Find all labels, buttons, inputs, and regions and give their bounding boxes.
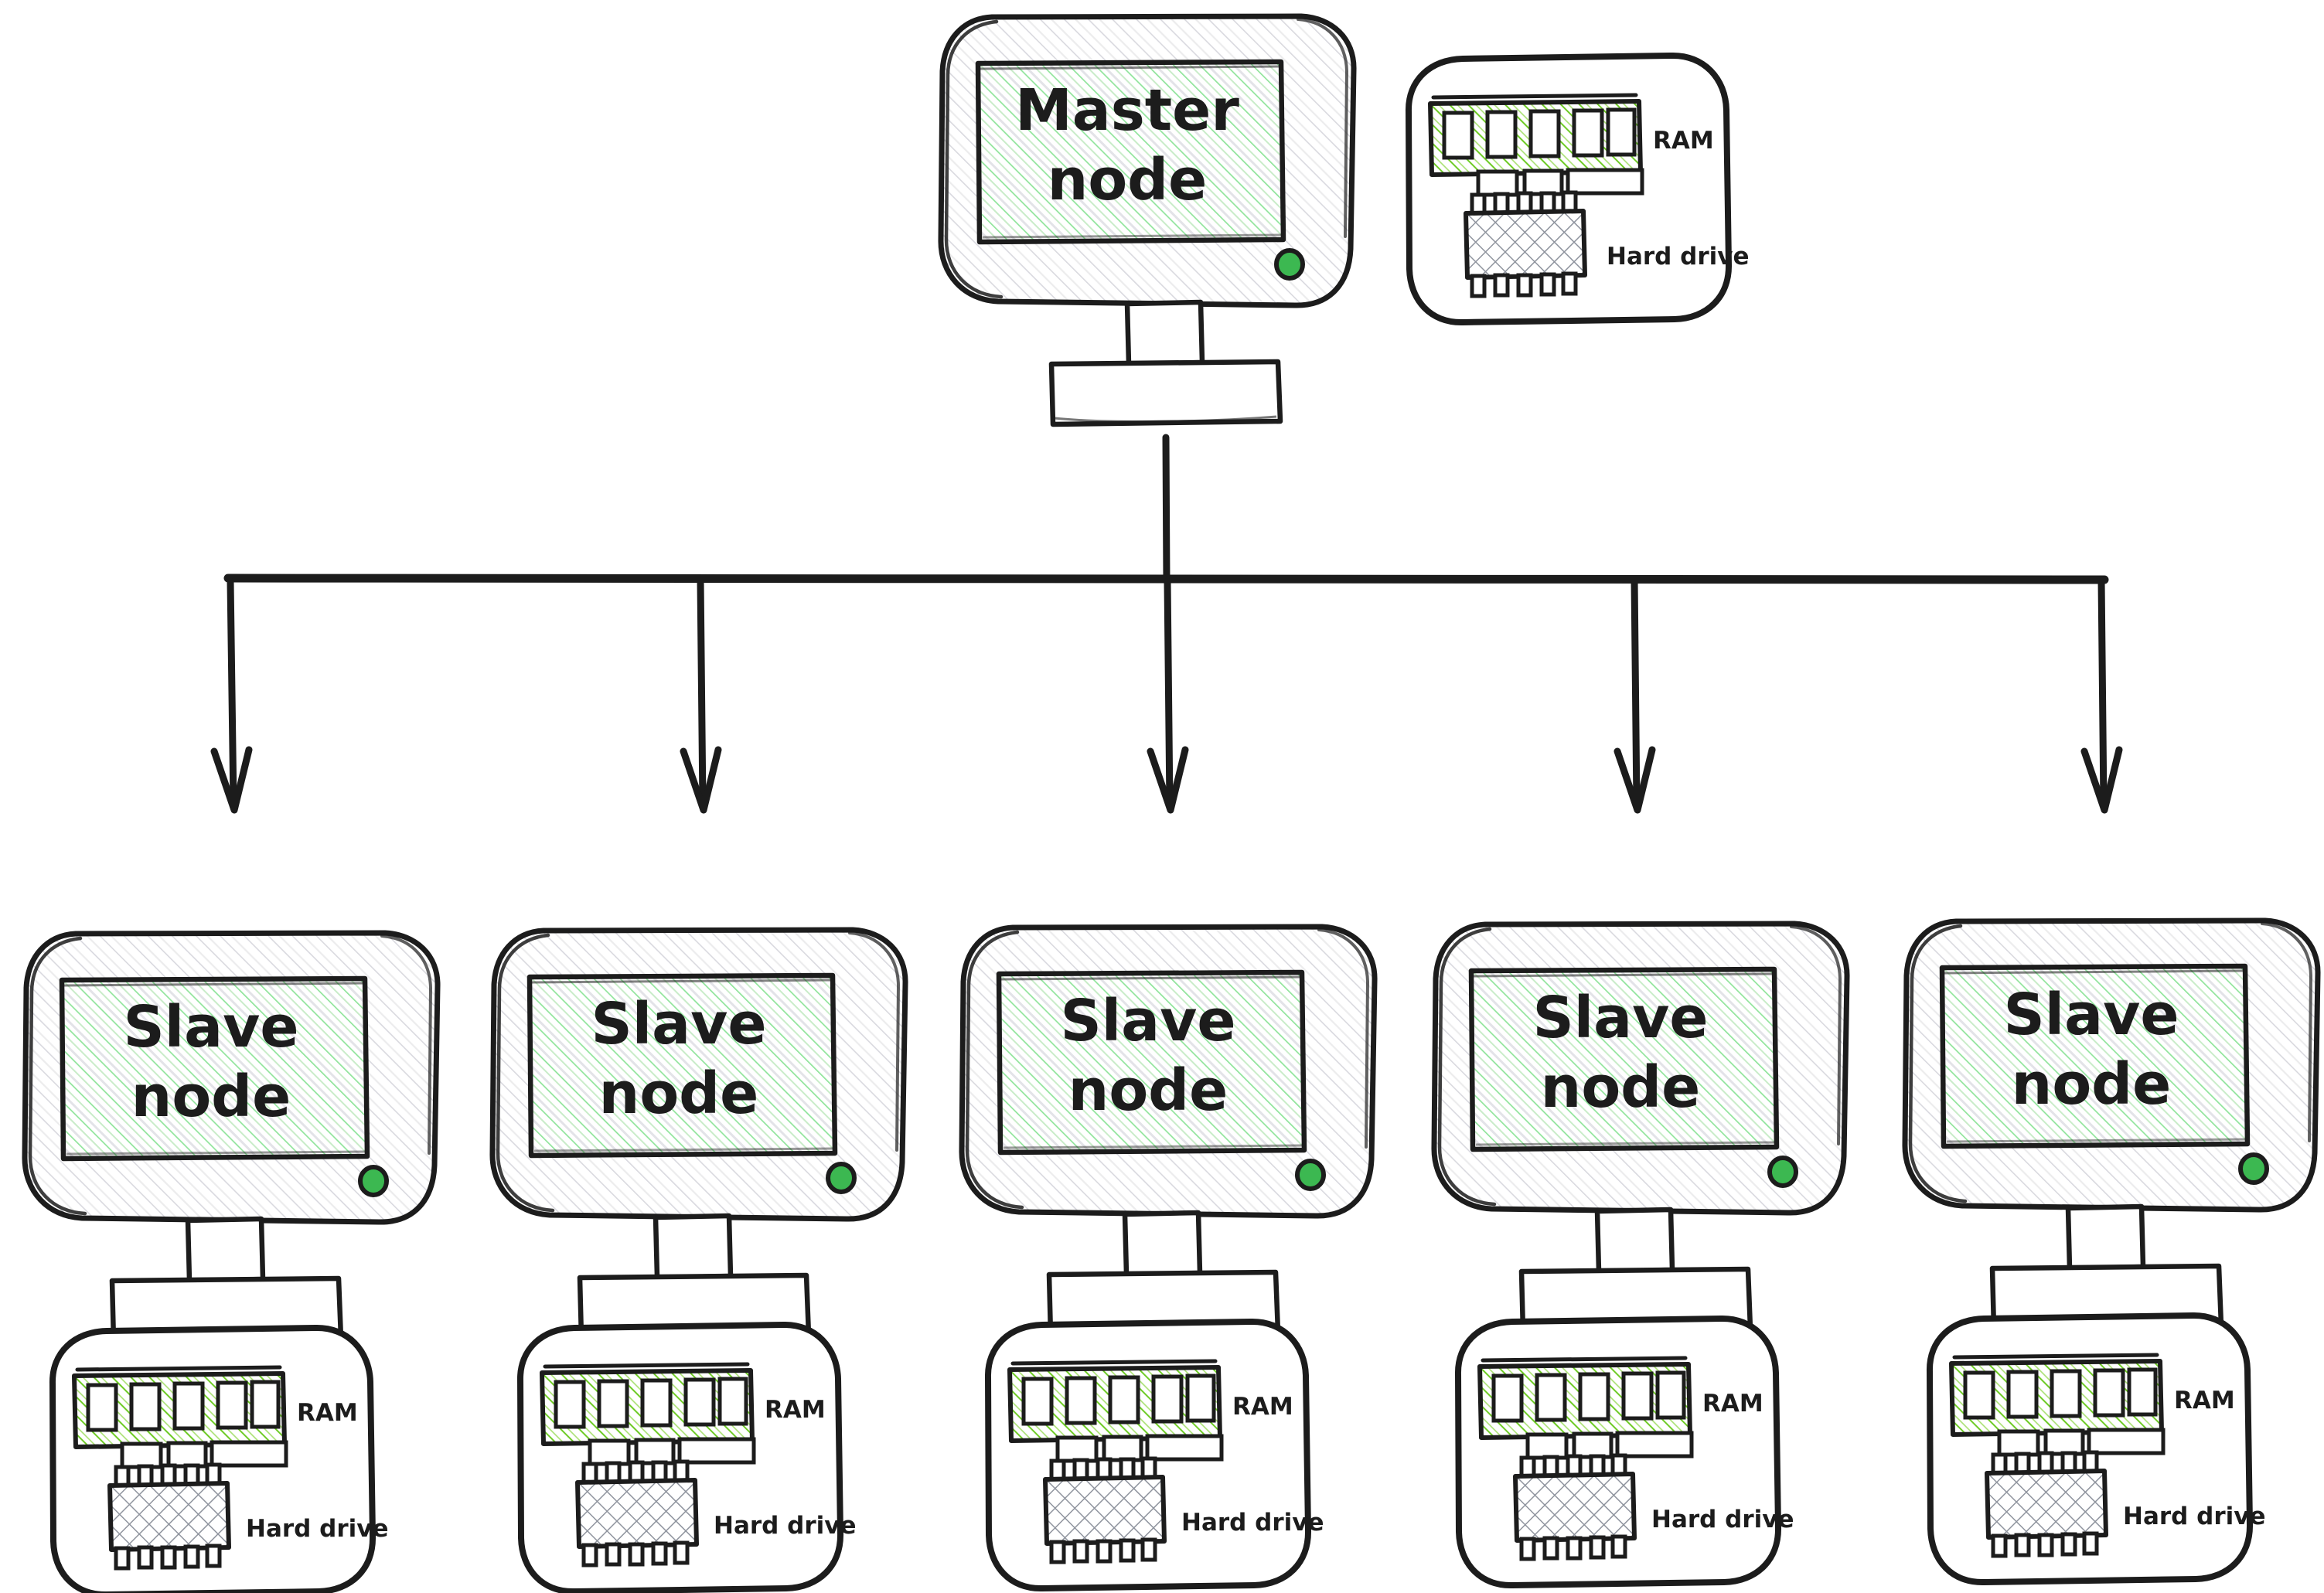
slave-monitor-stand: [1992, 1207, 2221, 1329]
slave-node-label-line2: node: [599, 1060, 759, 1127]
ram-label: RAM: [1702, 1390, 1763, 1418]
power-led-icon: [828, 1164, 854, 1192]
hard-drive-chip-icon: [1466, 192, 1585, 296]
ram-label: RAM: [2174, 1387, 2235, 1414]
slave-node-label-line1: Slave: [1532, 985, 1708, 1051]
slave-node-label-line1: Slave: [1060, 988, 1235, 1054]
ram-label: RAM: [765, 1396, 826, 1424]
slave-node-1[interactable]: Slave node: [25, 933, 438, 1341]
master-monitor-stand: [1051, 302, 1280, 424]
slave-node-label-line2: node: [1068, 1057, 1228, 1124]
hard-drive-chip-icon: [1987, 1452, 2106, 1556]
slave-node-5[interactable]: Slave node: [1905, 921, 2318, 1329]
hard-drive-label: Hard drive: [1607, 243, 1749, 271]
power-led-icon: [2241, 1155, 2267, 1183]
master-node-label-line1: Master: [1015, 77, 1239, 144]
hard-drive-chip-icon: [578, 1462, 697, 1565]
power-led-icon: [1276, 250, 1303, 278]
slave-node-label-line2: node: [131, 1064, 291, 1130]
master-node-label-line2: node: [1048, 147, 1208, 213]
connector-arrow-4: [1614, 576, 1656, 814]
connector-arrow-3: [1147, 577, 1189, 814]
ram-label: RAM: [1232, 1393, 1293, 1421]
master-node[interactable]: Master node: [941, 16, 1354, 424]
hard-drive-chip-icon: [1045, 1459, 1164, 1562]
hard-drive-label: Hard drive: [246, 1515, 388, 1543]
slave-node-label-line1: Slave: [2003, 982, 2179, 1048]
hard-drive-label: Hard drive: [1181, 1509, 1324, 1537]
slave-spec-box-4[interactable]: RAM Hard drive: [1458, 1319, 1794, 1585]
slave-node-label-line1: Slave: [123, 994, 298, 1060]
hard-drive-label: Hard drive: [714, 1512, 856, 1540]
connector-arrow-1: [210, 577, 253, 814]
slave-node-2[interactable]: Slave node: [492, 930, 905, 1338]
master-spec-box[interactable]: RAM Hard drive: [1409, 56, 1750, 322]
connector-arrow-5: [2080, 576, 2123, 814]
slave-spec-box-3[interactable]: RAM Hard drive: [988, 1322, 1324, 1588]
power-led-icon: [1297, 1161, 1324, 1189]
slave-monitor-stand: [580, 1216, 809, 1338]
master-stem: [1162, 434, 1171, 585]
slave-monitor-stand: [112, 1219, 341, 1341]
slave-spec-box-1[interactable]: RAM Hard drive: [53, 1328, 389, 1593]
slave-node-4[interactable]: Slave node: [1434, 924, 1847, 1332]
hard-drive-label: Hard drive: [2123, 1503, 2265, 1530]
ram-label: RAM: [1653, 127, 1714, 155]
slave-spec-box-2[interactable]: RAM Hard drive: [520, 1325, 857, 1591]
slave-node-label-line2: node: [1541, 1054, 1701, 1121]
ram-label: RAM: [297, 1399, 358, 1427]
connector-arrow-2: [680, 576, 722, 814]
slave-node-label-line2: node: [2012, 1051, 2172, 1118]
hard-drive-label: Hard drive: [1651, 1506, 1794, 1533]
slave-node-3[interactable]: Slave node: [962, 927, 1375, 1335]
hard-drive-chip-icon: [1515, 1455, 1634, 1559]
slave-spec-box-5[interactable]: RAM Hard drive: [1930, 1316, 2266, 1582]
power-led-icon: [360, 1167, 387, 1195]
slave-node-label-line1: Slave: [591, 991, 766, 1057]
slave-monitor-stand: [1049, 1213, 1278, 1335]
power-led-icon: [1770, 1158, 1796, 1186]
hard-drive-chip-icon: [110, 1465, 229, 1568]
connector-group: [210, 434, 2123, 814]
slave-monitor-stand: [1522, 1210, 1750, 1332]
